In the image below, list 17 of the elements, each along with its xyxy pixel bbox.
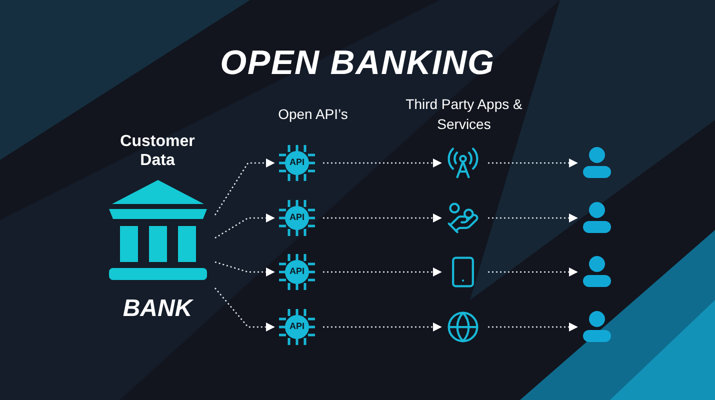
dotted-arrow (488, 322, 578, 332)
dotted-arrow (488, 158, 578, 168)
dotted-arrow (488, 268, 578, 276)
node-heading: Customer Data (119, 132, 196, 170)
dotted-arrow (323, 268, 442, 276)
dotted-arrow (214, 158, 275, 216)
dotted-arrow (488, 214, 578, 222)
dotted-arrow (214, 214, 275, 239)
node-label: BANK (122, 294, 192, 324)
dotted-arrow (214, 261, 275, 276)
dotted-arrow (323, 214, 442, 222)
title: OPEN BANKING (219, 43, 496, 84)
column-heading: Open API’s (277, 105, 349, 124)
dotted-arrow (323, 158, 442, 168)
dotted-arrow (214, 288, 275, 332)
column-heading: Third Party Apps & Services (404, 95, 524, 134)
dotted-arrow (323, 322, 442, 332)
